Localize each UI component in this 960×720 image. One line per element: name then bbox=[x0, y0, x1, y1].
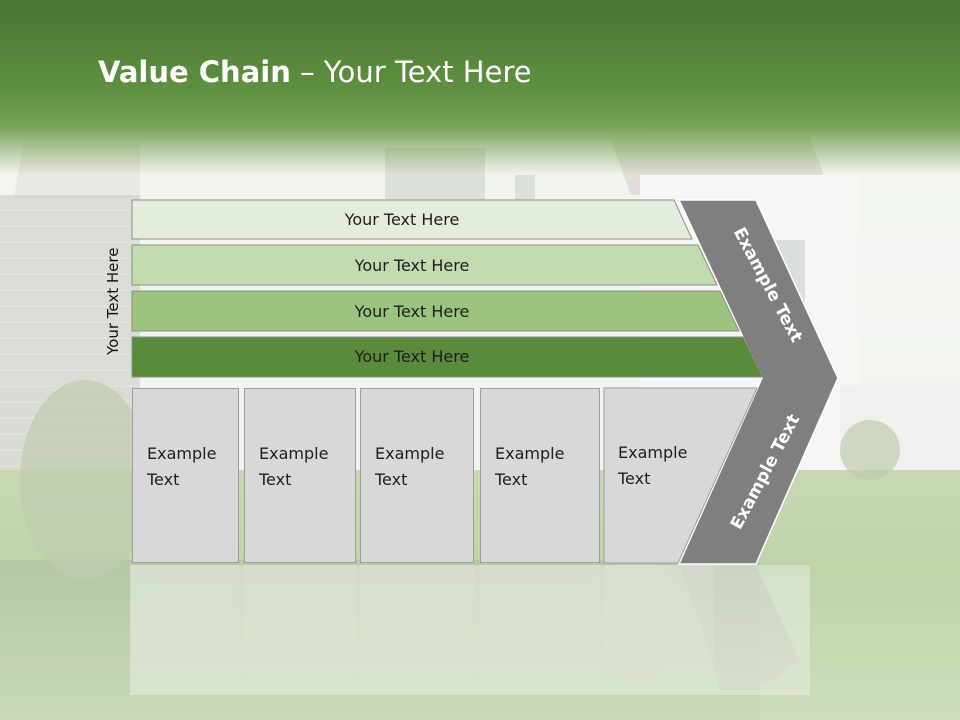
row-4[interactable]: Your Text Here bbox=[132, 337, 712, 376]
cell-2-line2: Text bbox=[259, 470, 292, 489]
cell-3[interactable]: Example Text bbox=[360, 388, 474, 563]
row-3-label: Your Text Here bbox=[354, 302, 470, 321]
row-shape-1[interactable] bbox=[131, 199, 693, 240]
background-bush bbox=[840, 420, 900, 480]
row-shape-2[interactable] bbox=[131, 244, 718, 286]
slide-title[interactable]: Value Chain – Your Text Here bbox=[98, 55, 532, 89]
cell-shape-5[interactable] bbox=[603, 387, 758, 564]
cell-1-line1: Example bbox=[147, 444, 217, 463]
background-window bbox=[515, 175, 535, 200]
reflection-fade bbox=[130, 565, 810, 695]
row-1[interactable]: Your Text Here bbox=[132, 200, 692, 239]
slide-title-bold: Value Chain bbox=[98, 55, 291, 89]
row-2-label: Your Text Here bbox=[354, 256, 470, 275]
cell-3-line1: Example bbox=[375, 444, 445, 463]
row-1-label: Your Text Here bbox=[344, 210, 460, 229]
cell-3-line2: Text bbox=[375, 470, 408, 489]
row-shape-3[interactable] bbox=[131, 290, 740, 332]
row-shape-4[interactable] bbox=[131, 336, 764, 378]
slide-title-rest: – Your Text Here bbox=[290, 55, 532, 89]
row-2[interactable]: Your Text Here bbox=[132, 246, 712, 285]
background-bush bbox=[20, 380, 150, 580]
cell-2[interactable]: Example Text bbox=[244, 388, 356, 563]
cell-5-line1: Example bbox=[618, 443, 688, 462]
title-band bbox=[0, 0, 960, 175]
cell-4[interactable]: Example Text bbox=[480, 388, 600, 563]
row-3[interactable]: Your Text Here bbox=[132, 292, 712, 331]
cell-5-line2: Text bbox=[618, 469, 651, 488]
cell-2-line1: Example bbox=[259, 444, 329, 463]
cell-5[interactable]: Example Text bbox=[604, 388, 714, 563]
cell-4-line2: Text bbox=[495, 470, 528, 489]
chevron-shape[interactable] bbox=[677, 199, 839, 565]
row-4-label: Your Text Here bbox=[354, 347, 470, 366]
cell-1-line2: Text bbox=[147, 470, 180, 489]
cell-1[interactable]: Example Text bbox=[132, 388, 239, 563]
cell-4-line1: Example bbox=[495, 444, 565, 463]
